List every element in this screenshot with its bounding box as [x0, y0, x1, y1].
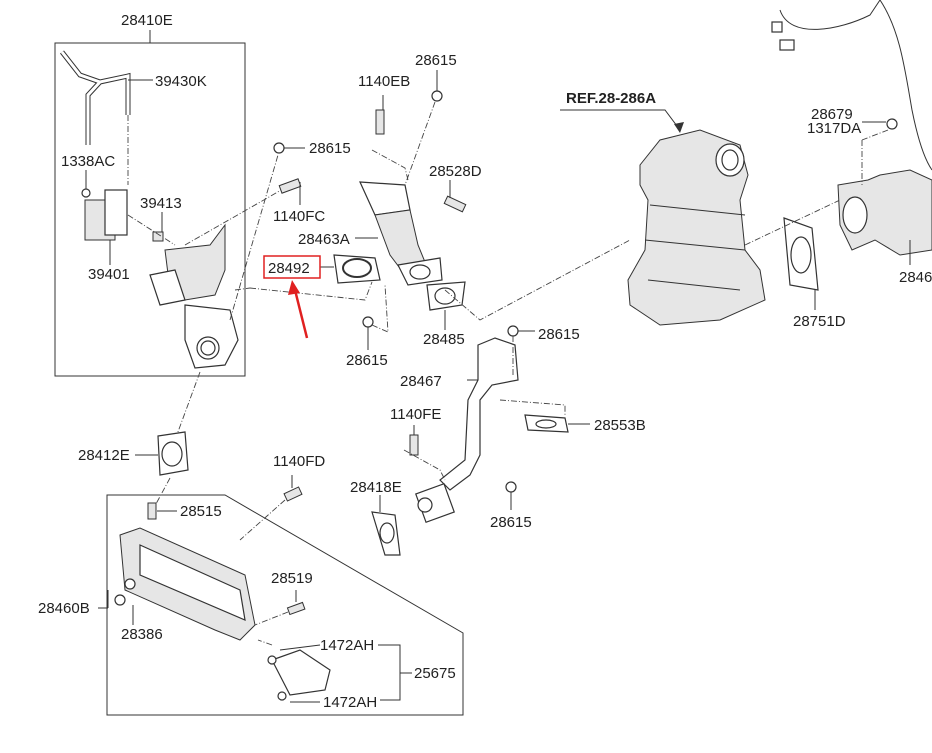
label-28679: 28679 — [811, 106, 853, 123]
bolt-1140fe — [409, 434, 419, 456]
nut-28679 — [886, 118, 898, 130]
label-1317da: 1317DA — [807, 120, 861, 137]
nut-28615-b — [431, 90, 443, 102]
label-28460b: 28460B — [38, 600, 90, 617]
label-1338ac: 1338AC — [61, 153, 115, 170]
label-2846: 2846 — [899, 269, 932, 286]
label-28615: 28615 — [490, 514, 532, 531]
catalytic-converter — [627, 129, 766, 326]
label-28615: 28615 — [309, 140, 351, 157]
label-28519: 28519 — [271, 570, 313, 587]
nut-1338ac — [81, 188, 91, 198]
highlight-arrow — [293, 289, 309, 339]
label-39401: 39401 — [88, 266, 130, 283]
label-28485: 28485 — [423, 331, 465, 348]
bushing-39413 — [152, 231, 164, 242]
label-28515: 28515 — [180, 503, 222, 520]
nut-28615-d — [507, 325, 519, 337]
label-28467: 28467 — [400, 373, 442, 390]
label-1140fe: 1140FE — [390, 406, 441, 423]
wire-harness — [779, 0, 932, 171]
plug-28386 — [114, 594, 126, 606]
bolt-28528d — [443, 195, 467, 213]
label-28528d: 28528D — [429, 163, 482, 180]
label-39430k: 39430K — [155, 73, 207, 90]
label-1140fd: 1140FD — [273, 453, 325, 470]
label-1472ah: 1472AH — [320, 637, 374, 654]
stud-28515 — [147, 502, 157, 520]
stud-28519 — [286, 601, 306, 616]
label-1140eb: 1140EB — [358, 73, 410, 90]
label-28463a: 28463A — [298, 231, 350, 248]
label-1140fc: 1140FC — [273, 208, 325, 225]
pipe-28467 — [439, 337, 519, 491]
bolt-1140eb — [375, 109, 385, 135]
cooler-assembly-box — [106, 494, 464, 716]
label-28615: 28615 — [415, 52, 457, 69]
highlight-box — [263, 255, 321, 279]
label-28412e: 28412E — [78, 447, 130, 464]
bolt-1140fc — [278, 178, 302, 194]
label-28418e: 28418E — [350, 479, 402, 496]
label-28615: 28615 — [538, 326, 580, 343]
label-28553b: 28553B — [594, 417, 646, 434]
label-28615: 28615 — [346, 352, 388, 369]
nut-28615-e — [505, 481, 517, 493]
label-ref-28-286a: REF.28-286A — [566, 90, 656, 107]
label-28751d: 28751D — [793, 313, 846, 330]
clamp-1472ah-bottom — [277, 691, 287, 701]
label-39413: 39413 — [140, 195, 182, 212]
label-28492: 28492 — [268, 260, 310, 277]
nut-28615-c — [362, 316, 374, 328]
bolt-1140fd — [283, 486, 303, 502]
label-25675: 25675 — [414, 665, 456, 682]
label-28386: 28386 — [121, 626, 163, 643]
label-28410e: 28410E — [121, 12, 173, 29]
clamp-1472ah-top — [267, 655, 277, 665]
pipe-28463a — [359, 181, 411, 216]
label-1472ah: 1472AH — [323, 694, 377, 711]
hose-25675 — [271, 649, 331, 696]
nut-28615-a — [273, 142, 285, 154]
turbocharger — [837, 169, 932, 256]
